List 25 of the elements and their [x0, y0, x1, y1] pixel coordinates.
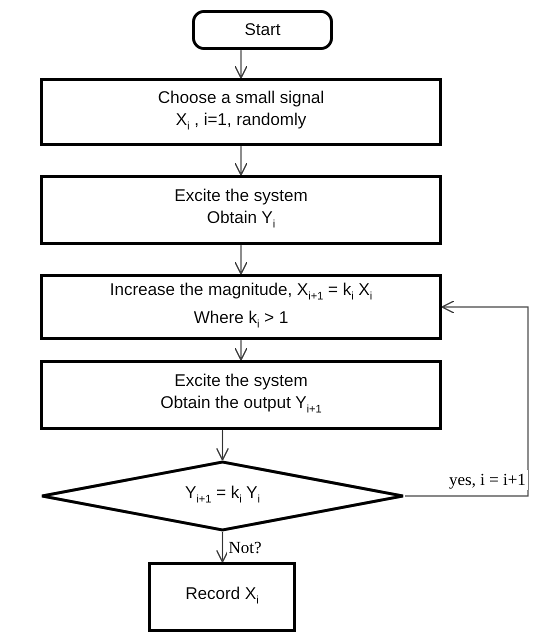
node-text: Excite the system — [174, 370, 308, 392]
arrow — [405, 300, 529, 497]
start-terminal — [192, 10, 333, 50]
process-box — [40, 360, 442, 430]
node-text: Y$_{i+1}$ = k$_{i}$ Y$_{i}$ — [185, 482, 260, 508]
node-text: Increase the magnitude, X$_{i+1}$ = k$_{i}$ X$_{i}$ — [110, 278, 372, 304]
node-text: Obtain Y$_{i}$ — [206, 206, 276, 232]
arrow — [234, 340, 248, 361]
node-text: Start — [244, 19, 280, 41]
node-text: Obtain the output Y$_{i+1}$ — [160, 392, 322, 418]
arrow — [216, 430, 230, 461]
node-text: Choose a small signal — [158, 86, 324, 109]
node-text: Where k$_{i}$ > 1 — [194, 307, 288, 332]
node-text: X$_{i}$ , i=1, randomly — [176, 108, 306, 134]
arrow — [234, 50, 248, 79]
arrow — [234, 245, 248, 275]
edge-label: yes, i = i+1 — [447, 470, 528, 490]
decision-diamond — [40, 460, 405, 532]
node-text: Record X$_{i}$ — [185, 582, 259, 608]
process-box — [40, 274, 442, 340]
process-box — [40, 78, 442, 146]
arrow — [234, 146, 248, 176]
process-box — [148, 562, 296, 632]
node-text: Excite the system — [174, 184, 308, 207]
process-box — [40, 175, 442, 245]
